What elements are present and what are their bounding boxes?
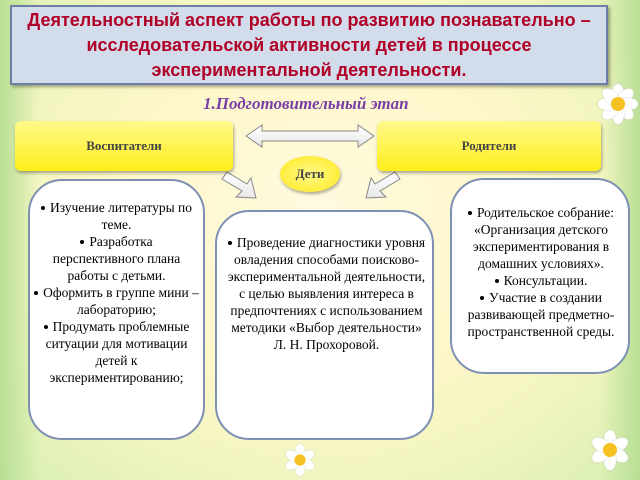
list-item: Проведение диагностики уровня овладения … [227,235,426,352]
daisy-icon [598,84,638,124]
arrow-down-right-icon [221,171,257,199]
list-item: Оформить в группе мини – лабораторию; [34,284,199,318]
slide-title: Деятельностный аспект работы по развитию… [10,5,608,85]
children-list-box: Проведение диагностики уровня овладения … [215,210,434,440]
children-list: Проведение диагностики уровня овладения … [225,234,428,353]
parents-list-box: Родительское собрание: «Организация детс… [450,178,630,374]
list-item: Продумать проблемные ситуации для мотива… [43,319,190,385]
list-item: Изучение литературы по теме. [34,199,199,233]
teachers-box: Воспитатели [15,121,233,171]
daisy-icon [283,444,317,476]
children-ellipse: Дети [280,156,340,192]
list-item: Участие в создании развивающей предметно… [467,290,615,339]
teachers-list-box: Изучение литературы по теме. Разработка … [28,179,205,440]
arrow-down-left-icon [365,171,401,199]
list-item: Разработка перспективного плана работы с… [52,234,181,283]
list-item: Родительское собрание: «Организация детс… [456,204,626,272]
list-item: Консультации. [456,272,626,289]
parents-box: Родители [377,121,601,171]
daisy-icon [589,430,631,470]
teachers-list: Изучение литературы по теме. Разработка … [34,199,199,386]
parents-list: Родительское собрание: «Организация детс… [456,204,626,340]
stage-heading: 1.Подготовительный этап [203,94,409,113]
double-arrow-icon [245,124,375,148]
